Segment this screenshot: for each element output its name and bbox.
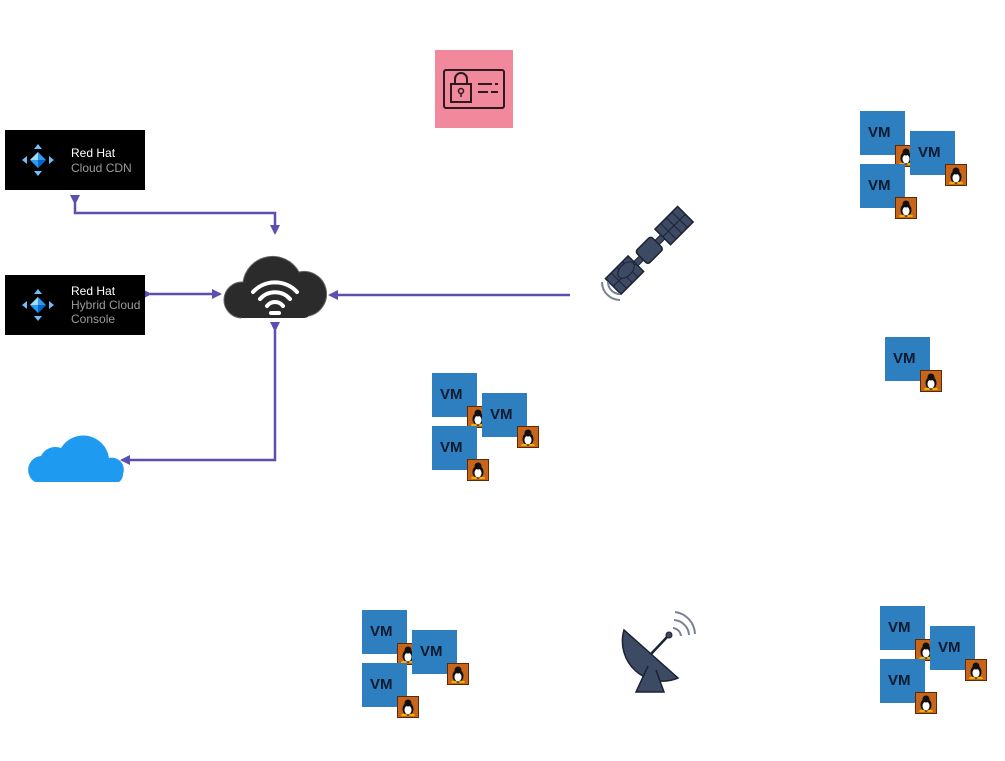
connector-router-cloud xyxy=(120,322,280,465)
redhat-hybrid-cloud-console-node[interactable]: Red Hat Hybrid Cloud Console xyxy=(5,275,145,335)
cloud-icon[interactable] xyxy=(25,424,125,484)
satellite-icon[interactable] xyxy=(598,200,702,302)
redhat-cloud-cdn-node[interactable]: Red Hat Cloud CDN xyxy=(5,130,145,190)
vm-node[interactable]: VM xyxy=(432,426,477,470)
cdn-brand-label: Red Hat xyxy=(71,146,116,160)
vm-node[interactable]: VM xyxy=(910,131,955,175)
linux-icon xyxy=(517,426,539,448)
redhat-logo-icon xyxy=(22,144,54,176)
redhat-logo-icon xyxy=(22,289,54,321)
cdn-product-label: Cloud CDN xyxy=(71,161,132,175)
vm-node[interactable]: VM xyxy=(885,337,930,381)
hybrid-product-label: Hybrid Cloud Console xyxy=(71,298,141,326)
linux-icon xyxy=(920,370,942,392)
linux-icon xyxy=(397,696,419,718)
linux-icon xyxy=(965,659,987,681)
linux-icon xyxy=(447,663,469,685)
linux-icon xyxy=(467,459,489,481)
wifi-cloud-icon[interactable] xyxy=(223,240,328,322)
linux-icon xyxy=(895,197,917,219)
linux-icon xyxy=(945,164,967,186)
identity-lock-icon[interactable] xyxy=(435,50,513,128)
hybrid-brand-label: Red Hat xyxy=(71,284,116,298)
linux-icon xyxy=(915,692,937,714)
satellite-dish-icon[interactable] xyxy=(618,610,696,694)
connector-cdn-router xyxy=(70,195,280,235)
